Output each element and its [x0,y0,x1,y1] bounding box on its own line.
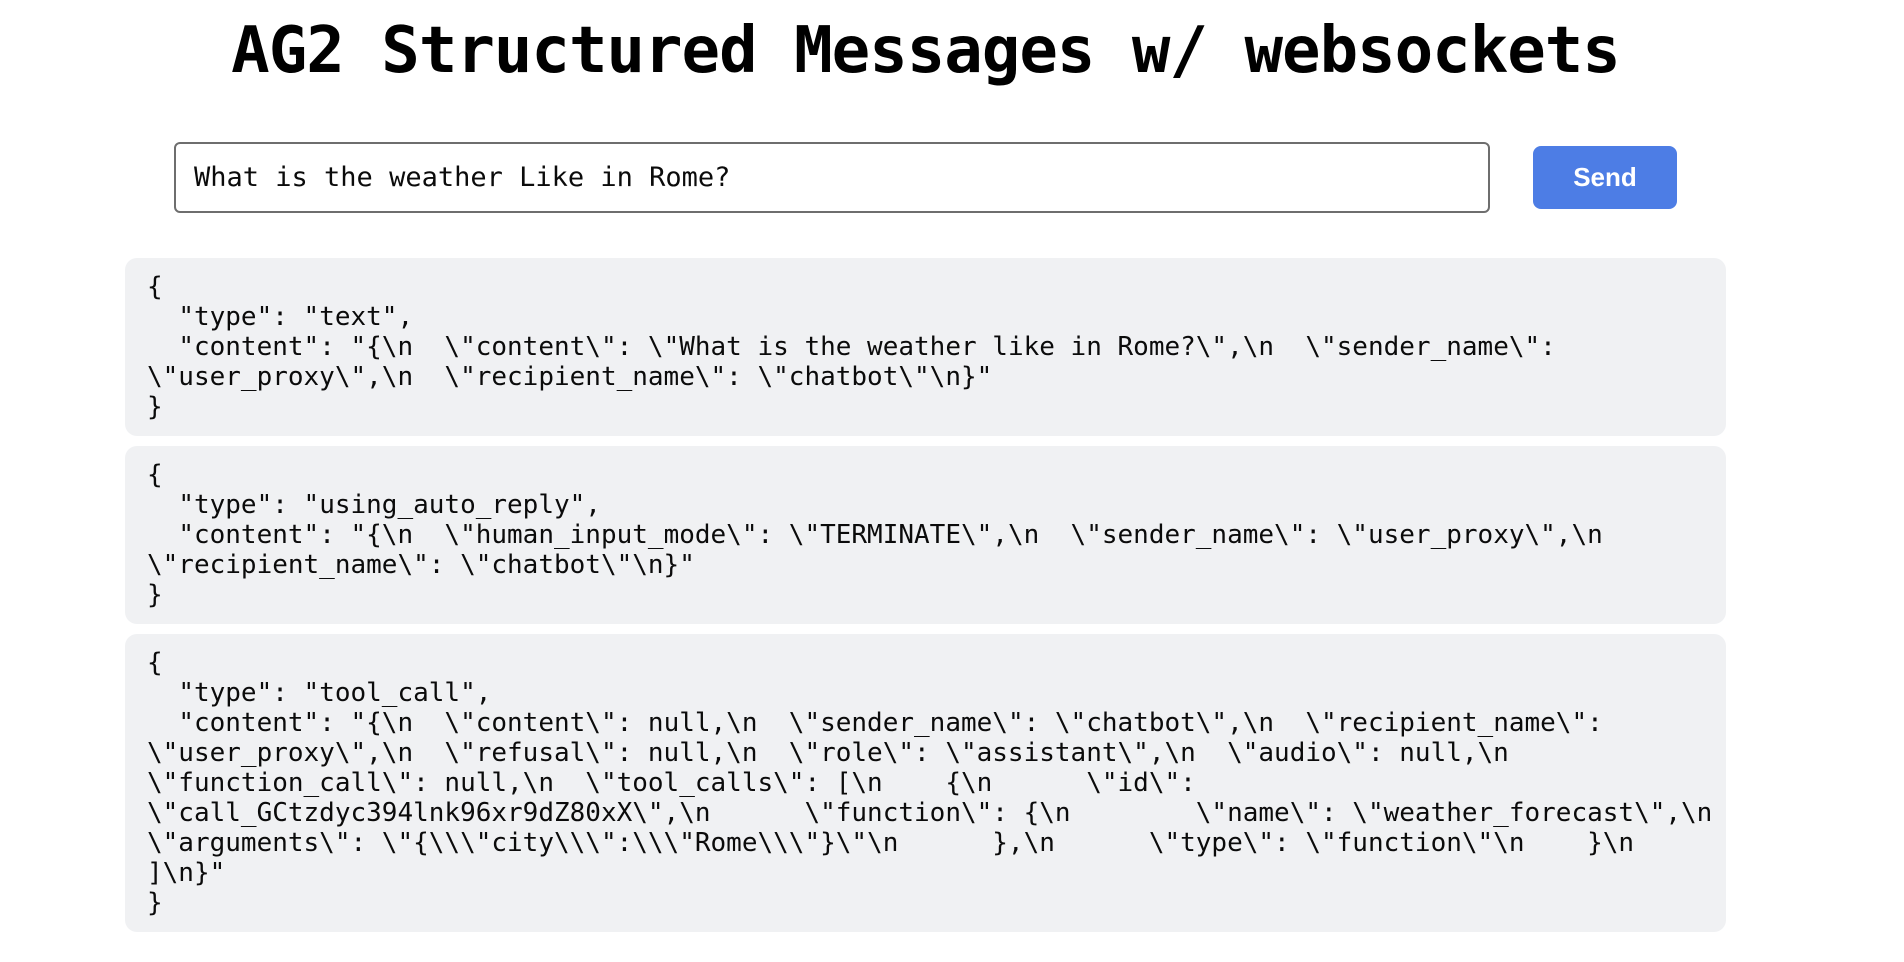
message-list: { "type": "text", "content": "{\n \"cont… [125,258,1726,932]
message-input[interactable] [174,142,1490,213]
message-json-text: { "type": "tool_call", "content": "{\n \… [147,648,1713,918]
composer-row: Send [125,142,1726,213]
message-card-text: { "type": "text", "content": "{\n \"cont… [125,258,1726,436]
message-json-text: { "type": "text", "content": "{\n \"cont… [147,272,1556,422]
message-json-text: { "type": "using_auto_reply", "content":… [147,460,1603,610]
page-title: AG2 Structured Messages w/ websockets [231,14,1621,88]
send-button[interactable]: Send [1533,146,1677,209]
message-card-tool-call: { "type": "tool_call", "content": "{\n \… [125,634,1726,932]
page-container: AG2 Structured Messages w/ websockets Se… [125,14,1726,932]
message-card-using-auto-reply: { "type": "using_auto_reply", "content":… [125,446,1726,624]
